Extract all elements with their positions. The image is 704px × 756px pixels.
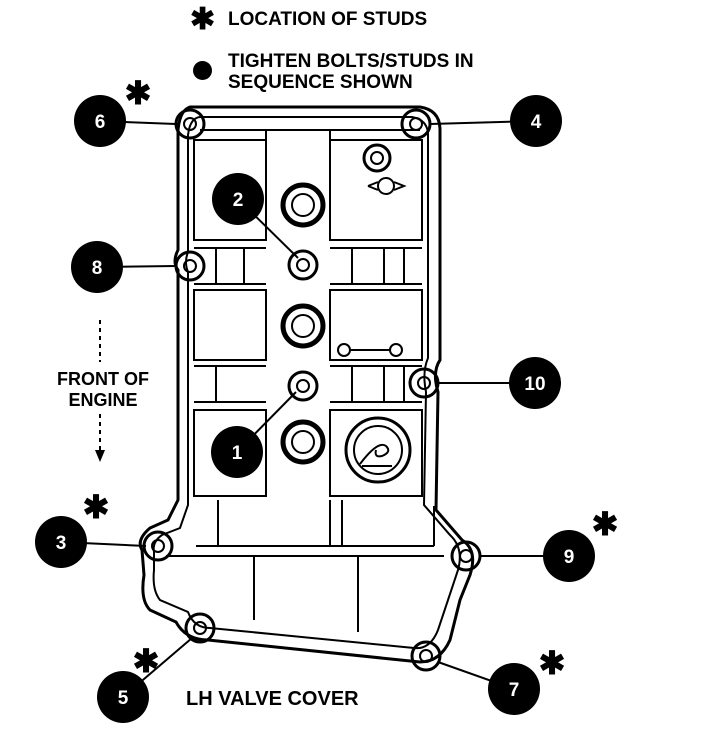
sequence-badge xyxy=(488,663,540,715)
sequence-number: 4 xyxy=(531,112,542,133)
sequence-number: 2 xyxy=(233,190,244,211)
stud-legend-symbol: ✱ xyxy=(190,3,216,36)
front-line-2: ENGINE xyxy=(68,390,138,410)
bolt-hole-9 xyxy=(450,540,482,572)
front-arrow-head-icon xyxy=(95,450,105,462)
sequence-marker-2: 2 xyxy=(212,173,299,259)
sequence-marker-10: 10 xyxy=(438,357,561,409)
sequence-badge xyxy=(543,530,595,582)
sequence-badge xyxy=(509,357,561,409)
sequence-marker-7: 7✱ xyxy=(437,645,566,715)
stud-marker-icon: ✱ xyxy=(539,645,566,681)
sequence-number: 9 xyxy=(564,547,575,568)
stud-marker-icon: ✱ xyxy=(592,506,619,542)
sequence-marker-3: 3✱ xyxy=(35,489,147,568)
bolt-hole-5 xyxy=(184,612,216,644)
stud-marker-icon: ✱ xyxy=(125,75,152,111)
sequence-number: 3 xyxy=(56,533,67,554)
sequence-marker-9: 9✱ xyxy=(480,506,618,582)
sequence-badge xyxy=(212,173,264,225)
sequence-number: 6 xyxy=(95,112,106,133)
stud-marker-icon: ✱ xyxy=(83,489,110,525)
sequence-badge xyxy=(510,95,562,147)
front-line-1: FRONT OF xyxy=(57,369,149,389)
sequence-legend-line2: SEQUENCE SHOWN xyxy=(228,72,413,93)
sequence-legend-line1: TIGHTEN BOLTS/STUDS IN xyxy=(228,51,474,72)
stud-legend-text: LOCATION OF STUDS xyxy=(228,9,428,30)
diagram-caption: LH VALVE COVER xyxy=(186,688,359,710)
sequence-badge xyxy=(35,516,87,568)
bolt-hole-8 xyxy=(174,250,206,282)
sequence-marker-6: 6✱ xyxy=(74,75,177,147)
sequence-markers: 123✱45✱6✱7✱89✱10 xyxy=(35,75,618,723)
spark-plug-bores xyxy=(280,182,326,465)
sequence-number: 7 xyxy=(509,680,520,701)
bolt-hole-7 xyxy=(410,640,442,672)
sequence-badge xyxy=(211,426,263,478)
oil-filler-cap-icon xyxy=(344,416,412,484)
sequence-marker-4: 4 xyxy=(429,95,562,147)
sequence-marker-1: 1 xyxy=(211,391,297,478)
sequence-badge xyxy=(74,95,126,147)
sequence-number: 5 xyxy=(118,688,129,709)
stud-marker-icon: ✱ xyxy=(133,643,160,679)
sequence-badge xyxy=(71,241,123,293)
sequence-marker-8: 8 xyxy=(71,241,177,293)
valve-cover-internals xyxy=(166,129,444,632)
sequence-legend-dot xyxy=(193,61,212,80)
sequence-number: 8 xyxy=(92,258,103,279)
sequence-marker-5: 5✱ xyxy=(97,637,193,723)
sequence-number: 10 xyxy=(524,374,545,395)
front-of-engine-label: FRONT OF ENGINE xyxy=(48,369,158,411)
pcv-valve xyxy=(337,143,407,357)
sequence-number: 1 xyxy=(232,443,243,464)
bolt-hole-3 xyxy=(142,530,174,562)
sequence-badge xyxy=(97,671,149,723)
center-bolts xyxy=(287,249,319,402)
